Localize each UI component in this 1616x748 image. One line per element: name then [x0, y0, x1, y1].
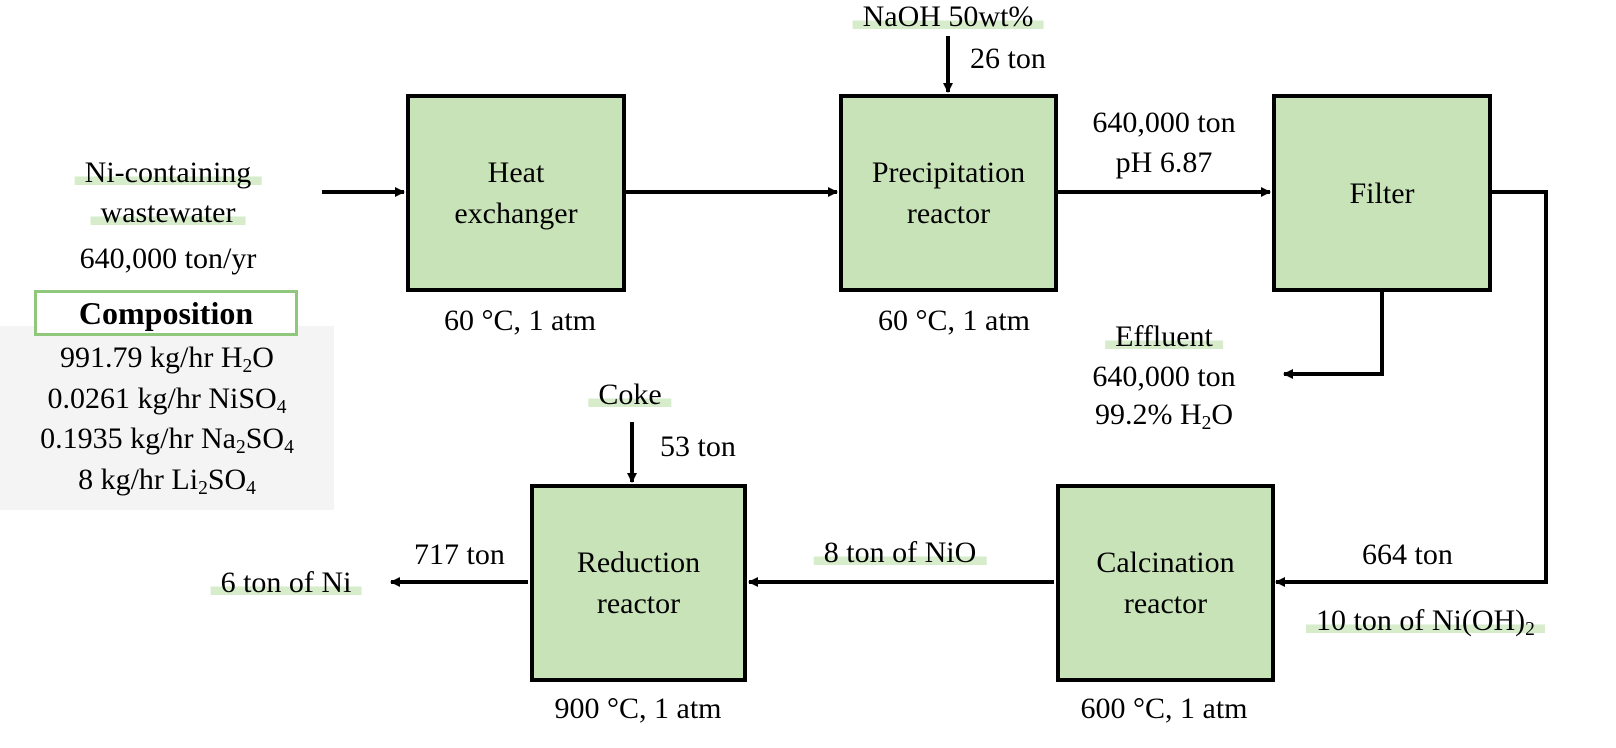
precipitation-reactor-line2: reactor [906, 197, 991, 230]
composition-item-niso4: 0.0261 kg/hr NiSO4 [47, 381, 287, 418]
effluent-label: Effluent [1105, 320, 1223, 355]
calcination-reactor-condition: 600 °C, 1 atm [1080, 692, 1248, 725]
calcination-reactor-line1: Calcination [1096, 546, 1235, 579]
feed-rate: 640,000 ton/yr [79, 242, 257, 275]
product-amount: 717 ton [414, 538, 505, 571]
precipitation-reactor-unit: Precipitation reactor [839, 94, 1058, 292]
filter-cake-label: 10 ton of Ni(OH)2 [1306, 604, 1545, 639]
feed-label-line1: Ni-containing [74, 156, 262, 191]
precipitation-out-ph: pH 6.87 [1115, 146, 1213, 179]
calcination-reactor-line2: reactor [1123, 587, 1208, 620]
reduction-reactor-unit: Reduction reactor [530, 484, 747, 682]
calcination-reactor-unit: Calcination reactor [1056, 484, 1275, 682]
arrow-filter-to-calcination [1275, 190, 1548, 587]
arrow-filter-to-effluent [1283, 290, 1384, 379]
product-label: 6 ton of Ni [210, 566, 362, 601]
heat-exchanger-line1: Heat [487, 156, 545, 189]
filter-cake-amount: 664 ton [1362, 538, 1453, 571]
feed-label-line2: wastewater [90, 196, 246, 231]
heat-exchanger-unit: Heat exchanger [406, 94, 626, 292]
filter-unit: Filter [1272, 94, 1492, 292]
reduction-reactor-line2: reactor [596, 587, 681, 620]
composition-item-li2so4: 8 kg/hr Li2SO4 [78, 462, 256, 499]
naoh-label: NaOH 50wt% [852, 0, 1044, 35]
filter-label: Filter [1349, 176, 1415, 210]
coke-amount: 53 ton [660, 430, 736, 463]
heat-exchanger-condition: 60 °C, 1 atm [444, 304, 596, 337]
naoh-amount: 26 ton [970, 42, 1046, 75]
effluent-water-pct: 99.2% H2O [1094, 398, 1234, 434]
heat-exchanger-line2: exchanger [454, 197, 578, 230]
nio-label: 8 ton of NiO [813, 536, 987, 571]
composition-title: Composition [34, 290, 298, 336]
reduction-reactor-line1: Reduction [576, 546, 701, 579]
coke-label: Coke [588, 378, 672, 413]
precipitation-out-amount: 640,000 ton [1092, 106, 1236, 139]
precipitation-reactor-line1: Precipitation [871, 156, 1026, 189]
composition-list: 991.79 kg/hr H2O 0.0261 kg/hr NiSO4 0.19… [0, 338, 334, 500]
precipitation-reactor-condition: 60 °C, 1 atm [878, 304, 1030, 337]
effluent-amount: 640,000 ton [1092, 360, 1236, 393]
composition-panel [0, 326, 334, 510]
composition-item-na2so4: 0.1935 kg/hr Na2SO4 [40, 422, 294, 458]
composition-item-h2o: 991.79 kg/hr H2O [60, 341, 274, 377]
reduction-reactor-condition: 900 °C, 1 atm [554, 692, 722, 725]
